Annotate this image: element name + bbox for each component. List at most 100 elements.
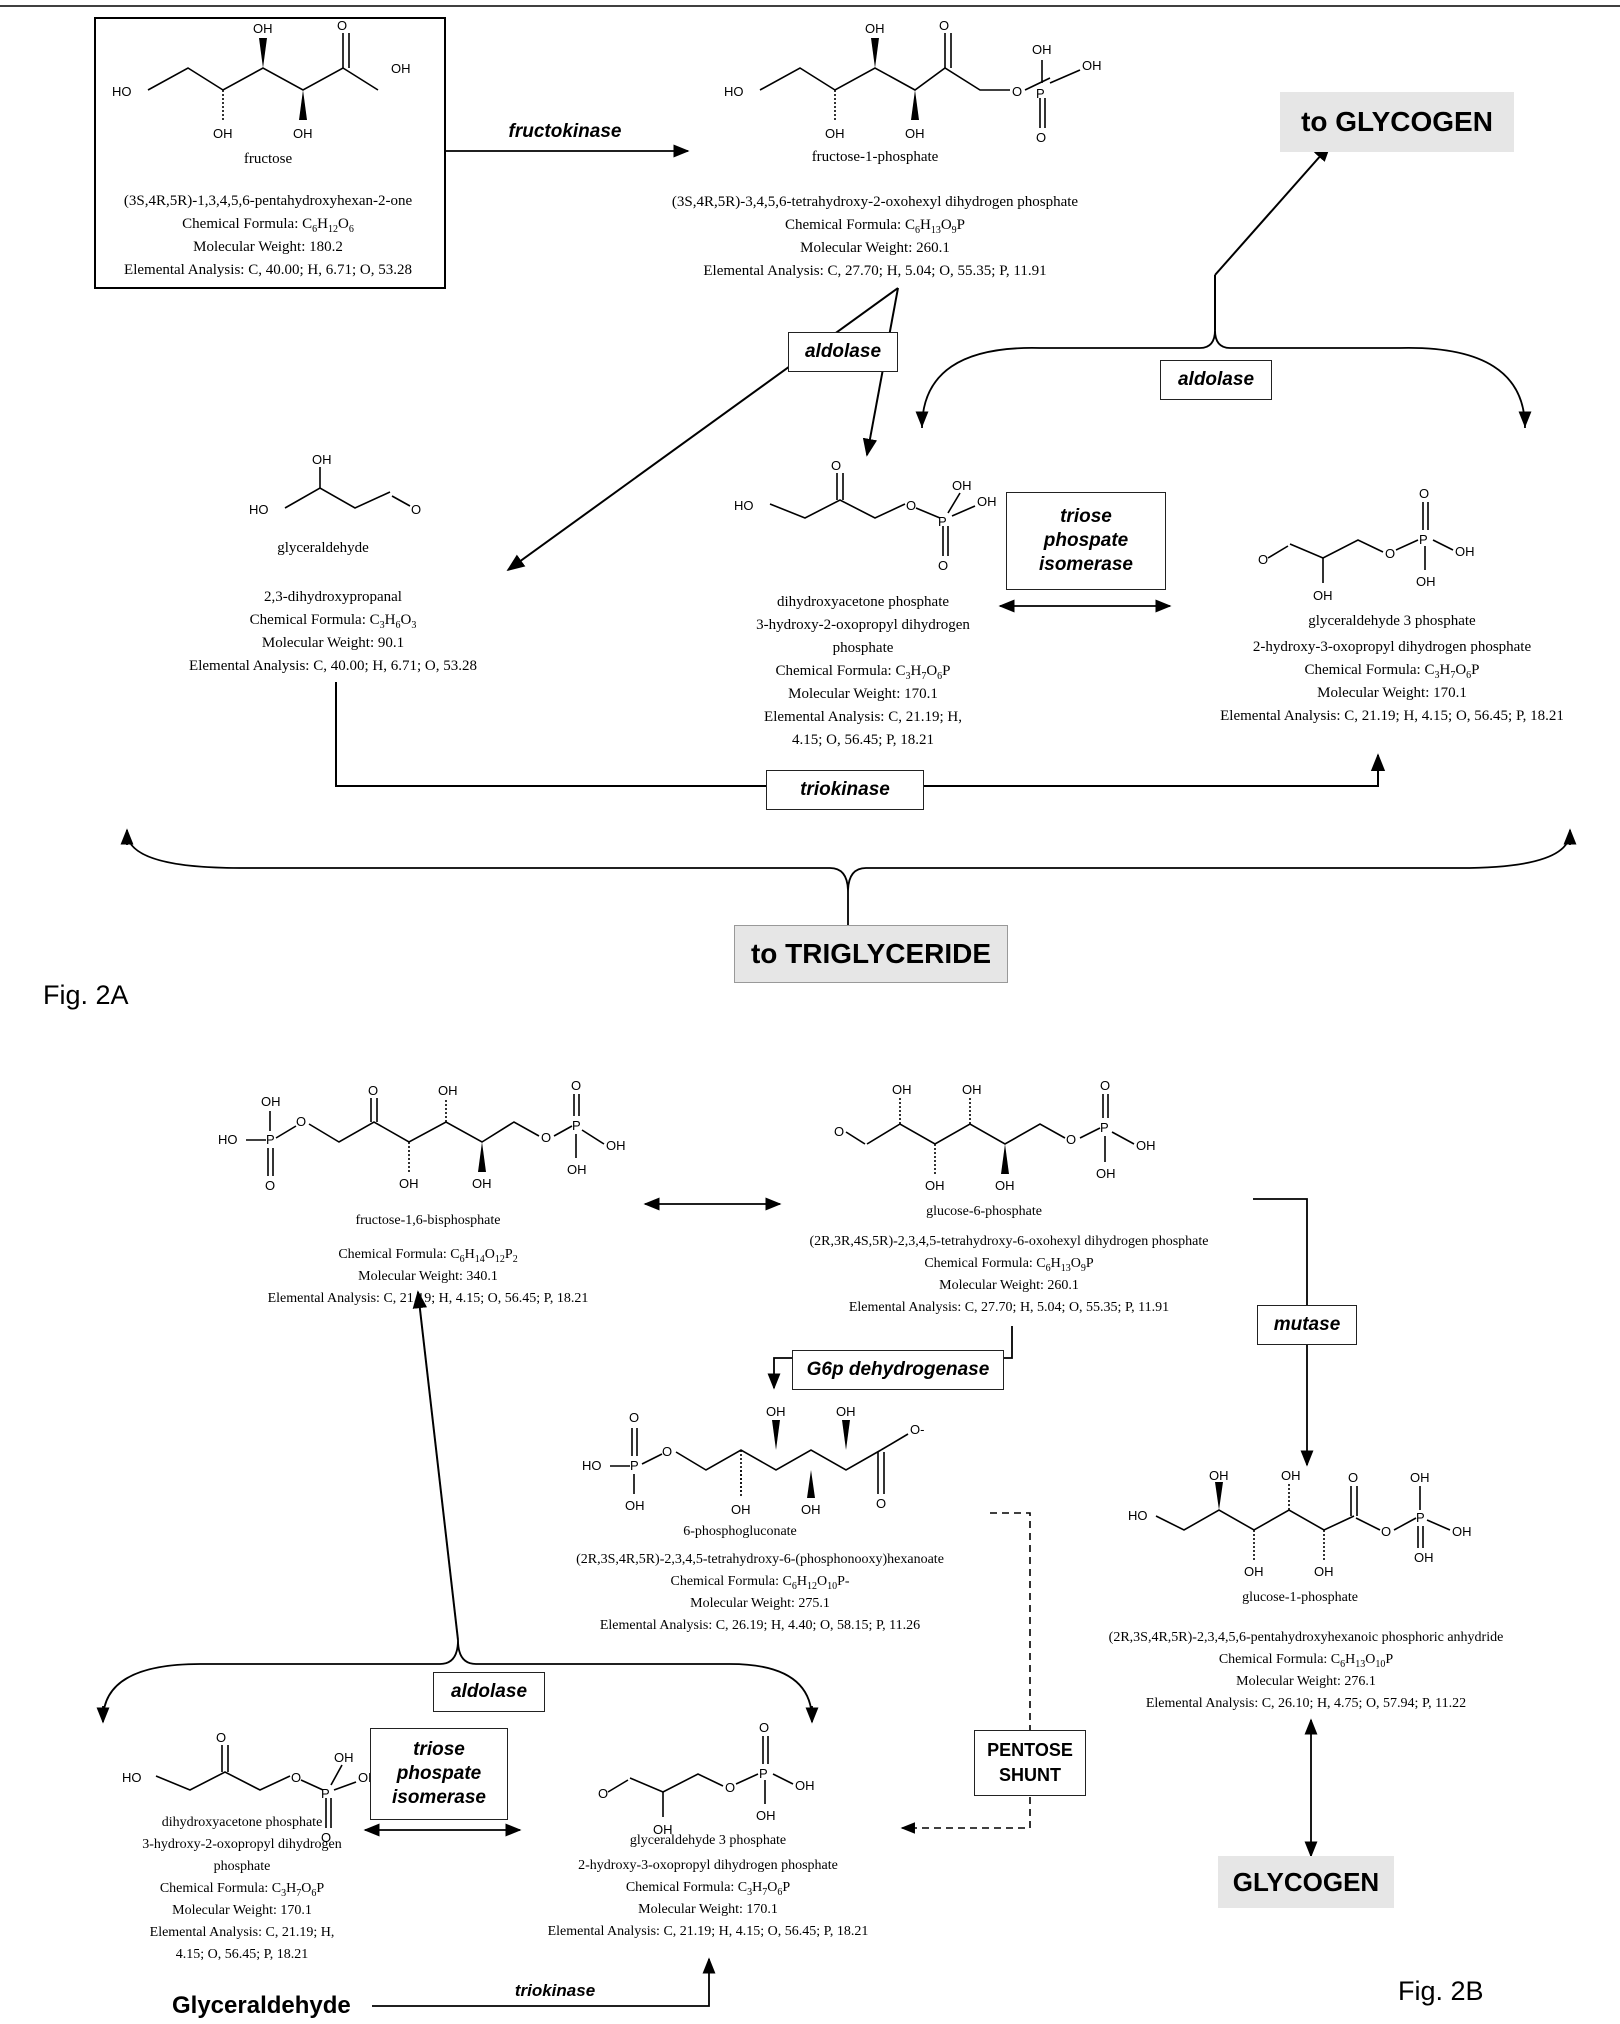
arrow-aldolase-to-f16bp xyxy=(412,1290,459,1641)
enzyme-tpi-2a: triose phospate isomerase xyxy=(1006,492,1166,590)
arrow-mutase xyxy=(1253,1198,1314,1467)
6pg-name: 6-phosphogluconate xyxy=(683,1524,797,1539)
fructose-structure: HO OH O OH OH OH xyxy=(112,18,411,141)
svg-text:OH: OH xyxy=(261,1094,281,1109)
svg-text:OH: OH xyxy=(1244,1564,1264,1579)
svg-text:OH: OH xyxy=(606,1138,626,1153)
g3p-iupac-2b: 2-hydroxy-3-oxopropyl dihydrogen phospha… xyxy=(578,1858,838,1873)
svg-text:OH: OH xyxy=(625,1498,645,1513)
svg-text:O: O xyxy=(1348,1470,1358,1485)
6pg-mw: Molecular Weight: 275.1 xyxy=(690,1596,830,1611)
g3p-name-2a: glyceraldehyde 3 phosphate xyxy=(1308,613,1476,629)
svg-text:O-: O- xyxy=(910,1422,924,1437)
f1p-ea: Elemental Analysis: C, 27.70; H, 5.04; O… xyxy=(703,263,1047,279)
svg-text:O: O xyxy=(541,1130,551,1145)
svg-text:HO: HO xyxy=(582,1458,602,1473)
g6p-iupac: (2R,3R,4S,5R)-2,3,4,5-tetrahydroxy-6-oxo… xyxy=(809,1234,1209,1249)
svg-text:OH: OH xyxy=(253,21,273,36)
svg-text:O: O xyxy=(1036,130,1046,145)
glyceraldehyde-name: glyceraldehyde xyxy=(277,540,369,556)
svg-text:OH: OH xyxy=(1314,1564,1334,1579)
svg-text:O: O xyxy=(906,498,916,513)
svg-text:OH: OH xyxy=(399,1176,419,1191)
svg-text:OH: OH xyxy=(1455,544,1475,559)
fig-2a-label: Fig. 2A xyxy=(43,980,129,1010)
svg-text:O: O xyxy=(337,18,347,33)
g3p-ea-2b: Elemental Analysis: C, 21.19; H, 4.15; O… xyxy=(547,1924,869,1939)
svg-text:OH: OH xyxy=(1082,58,1102,73)
svg-text:HO: HO xyxy=(734,498,754,513)
svg-text:O: O xyxy=(291,1770,301,1785)
svg-text:OH: OH xyxy=(653,1822,673,1837)
svg-text:OH: OH xyxy=(1452,1524,1472,1539)
f16bp-name: fructose-1,6-bisphosphate xyxy=(355,1213,501,1228)
g1p-iupac: (2R,3S,4R,5R)-2,3,4,5,6-pentahydroxyhexa… xyxy=(1108,1630,1504,1645)
enzyme-g6p-dehydrogenase: G6p dehydrogenase xyxy=(792,1350,1004,1390)
enzyme-aldolase-left: aldolase xyxy=(788,332,898,372)
svg-text:HO: HO xyxy=(218,1132,238,1147)
svg-text:O: O xyxy=(1385,546,1395,561)
f1p-formula: Chemical Formula: C6H13O9P xyxy=(784,217,966,236)
brace-aldolase-2b xyxy=(102,1639,813,1721)
svg-text:O: O xyxy=(411,502,421,517)
glycogen-label: GLYCOGEN xyxy=(1218,1856,1394,1908)
f1p-iupac: (3S,4R,5R)-3,4,5,6-tetrahydroxy-2-oxohex… xyxy=(671,194,1079,210)
g1p-name: glucose-1-phosphate xyxy=(1242,1590,1358,1605)
g1p-ea: Elemental Analysis: C, 26.10; H, 4.75; O… xyxy=(1145,1696,1467,1711)
6-phosphogluconate-structure: HO P O OH O OH OH OH OH O- O xyxy=(582,1404,924,1517)
svg-text:OH: OH xyxy=(1414,1550,1434,1565)
g3p-mw-2a: Molecular Weight: 170.1 xyxy=(1317,685,1467,701)
dhap-ea-2a: Elemental Analysis: C, 21.19; H, 4.15; O… xyxy=(764,709,962,748)
svg-text:O: O xyxy=(1381,1524,1391,1539)
svg-text:OH: OH xyxy=(472,1176,492,1191)
f16bp-structure: HO P OH O O O OH OH OH O P O OH OH xyxy=(218,1078,626,1193)
enzyme-aldolase-2b: aldolase xyxy=(433,1672,545,1712)
glyceraldehyde-structure: HO OH O xyxy=(249,452,421,517)
svg-text:O: O xyxy=(831,458,841,473)
svg-text:OH: OH xyxy=(756,1808,776,1823)
svg-text:OH: OH xyxy=(1209,1468,1229,1483)
svg-text:OH: OH xyxy=(1410,1470,1430,1485)
fructose-box xyxy=(94,17,446,289)
svg-text:O: O xyxy=(759,1720,769,1735)
svg-text:O: O xyxy=(265,1178,275,1193)
svg-text:OH: OH xyxy=(892,1082,912,1097)
svg-text:OH: OH xyxy=(1096,1166,1116,1181)
svg-text:OH: OH xyxy=(825,126,845,141)
dhap-name-2a: dihydroxyacetone phosphate xyxy=(776,594,950,610)
glyceraldehyde-mw: Molecular Weight: 90.1 xyxy=(261,635,405,651)
g1p-formula: Chemical Formula: C6H13O10P xyxy=(1218,1652,1394,1670)
svg-text:OH: OH xyxy=(1416,574,1436,589)
arrow-triokinase-2b xyxy=(372,1957,716,2007)
svg-text:HO: HO xyxy=(112,84,132,99)
svg-text:P: P xyxy=(266,1132,275,1147)
svg-text:OH: OH xyxy=(801,1502,821,1517)
svg-text:O: O xyxy=(629,1410,639,1425)
svg-text:OH: OH xyxy=(766,1404,786,1419)
svg-text:OH: OH xyxy=(1313,588,1333,603)
svg-text:O: O xyxy=(321,1830,331,1845)
f1p-mw: Molecular Weight: 260.1 xyxy=(800,240,950,256)
enzyme-triokinase-2a: triokinase xyxy=(766,770,924,810)
svg-text:P: P xyxy=(1416,1510,1425,1525)
g3p-iupac-2a: 2-hydroxy-3-oxopropyl dihydrogen phospha… xyxy=(1252,639,1532,655)
fructose-iupac: (3S,4R,5R)-1,3,4,5,6-pentahydroxyhexan-2… xyxy=(123,193,413,209)
svg-text:OH: OH xyxy=(213,126,233,141)
svg-text:O: O xyxy=(1100,1078,1110,1093)
6pg-ea: Elemental Analysis: C, 26.19; H, 4.40; O… xyxy=(599,1618,921,1633)
svg-text:O: O xyxy=(725,1780,735,1795)
svg-text:O: O xyxy=(1066,1132,1076,1147)
svg-text:OH: OH xyxy=(567,1162,587,1177)
svg-text:O: O xyxy=(938,558,948,573)
enzyme-triokinase-2b: triokinase xyxy=(514,1981,596,2000)
enzyme-fructokinase: fructokinase xyxy=(508,121,622,142)
svg-text:OH: OH xyxy=(865,21,885,36)
svg-text:P: P xyxy=(1419,532,1428,547)
svg-text:O: O xyxy=(368,1083,378,1098)
to-glycogen-label: to GLYCOGEN xyxy=(1280,92,1514,152)
svg-text:OH: OH xyxy=(977,494,997,509)
svg-text:O: O xyxy=(1419,486,1429,501)
glyceraldehyde-ea: Elemental Analysis: C, 40.00; H, 6.71; O… xyxy=(189,658,477,674)
dhap-ea-2b: Elemental Analysis: C, 21.19; H, 4.15; O… xyxy=(149,1925,335,1962)
